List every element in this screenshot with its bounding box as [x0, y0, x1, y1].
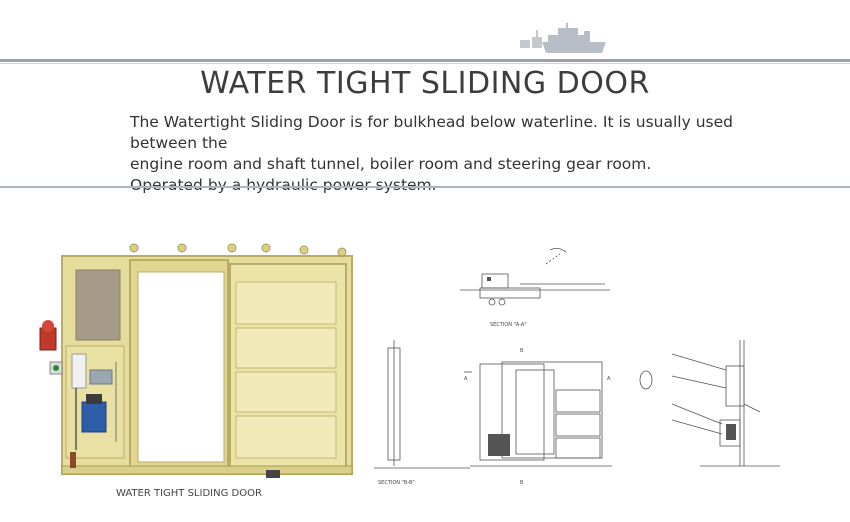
marker-b-top: B [520, 348, 524, 354]
marker-a-right: A [607, 376, 611, 382]
description-line-2: engine room and shaft tunnel, boiler roo… [130, 155, 652, 173]
section-divider [0, 186, 850, 188]
description: The Watertight Sliding Door is for bulkh… [130, 112, 790, 196]
top-rule-thin [0, 63, 850, 64]
technical-drawing: SECTION "A-A" SECTION "B-B" B B A A [374, 248, 780, 486]
section-aa-label: SECTION "A-A" [490, 322, 527, 328]
top-rule [0, 59, 850, 62]
door-photo [39, 243, 353, 478]
section-bb-label: SECTION "B-B" [378, 480, 415, 486]
page-title: WATER TIGHT SLIDING DOOR [200, 66, 650, 101]
description-line-3: Operated by a hydraulic power system. [130, 176, 437, 194]
marker-b-bottom: B [520, 480, 524, 486]
marker-a-left: A [464, 376, 468, 382]
photo-caption: WATER TIGHT SLIDING DOOR [116, 488, 262, 499]
ship-icon [520, 23, 606, 53]
description-line-1: The Watertight Sliding Door is for bulkh… [130, 113, 733, 152]
